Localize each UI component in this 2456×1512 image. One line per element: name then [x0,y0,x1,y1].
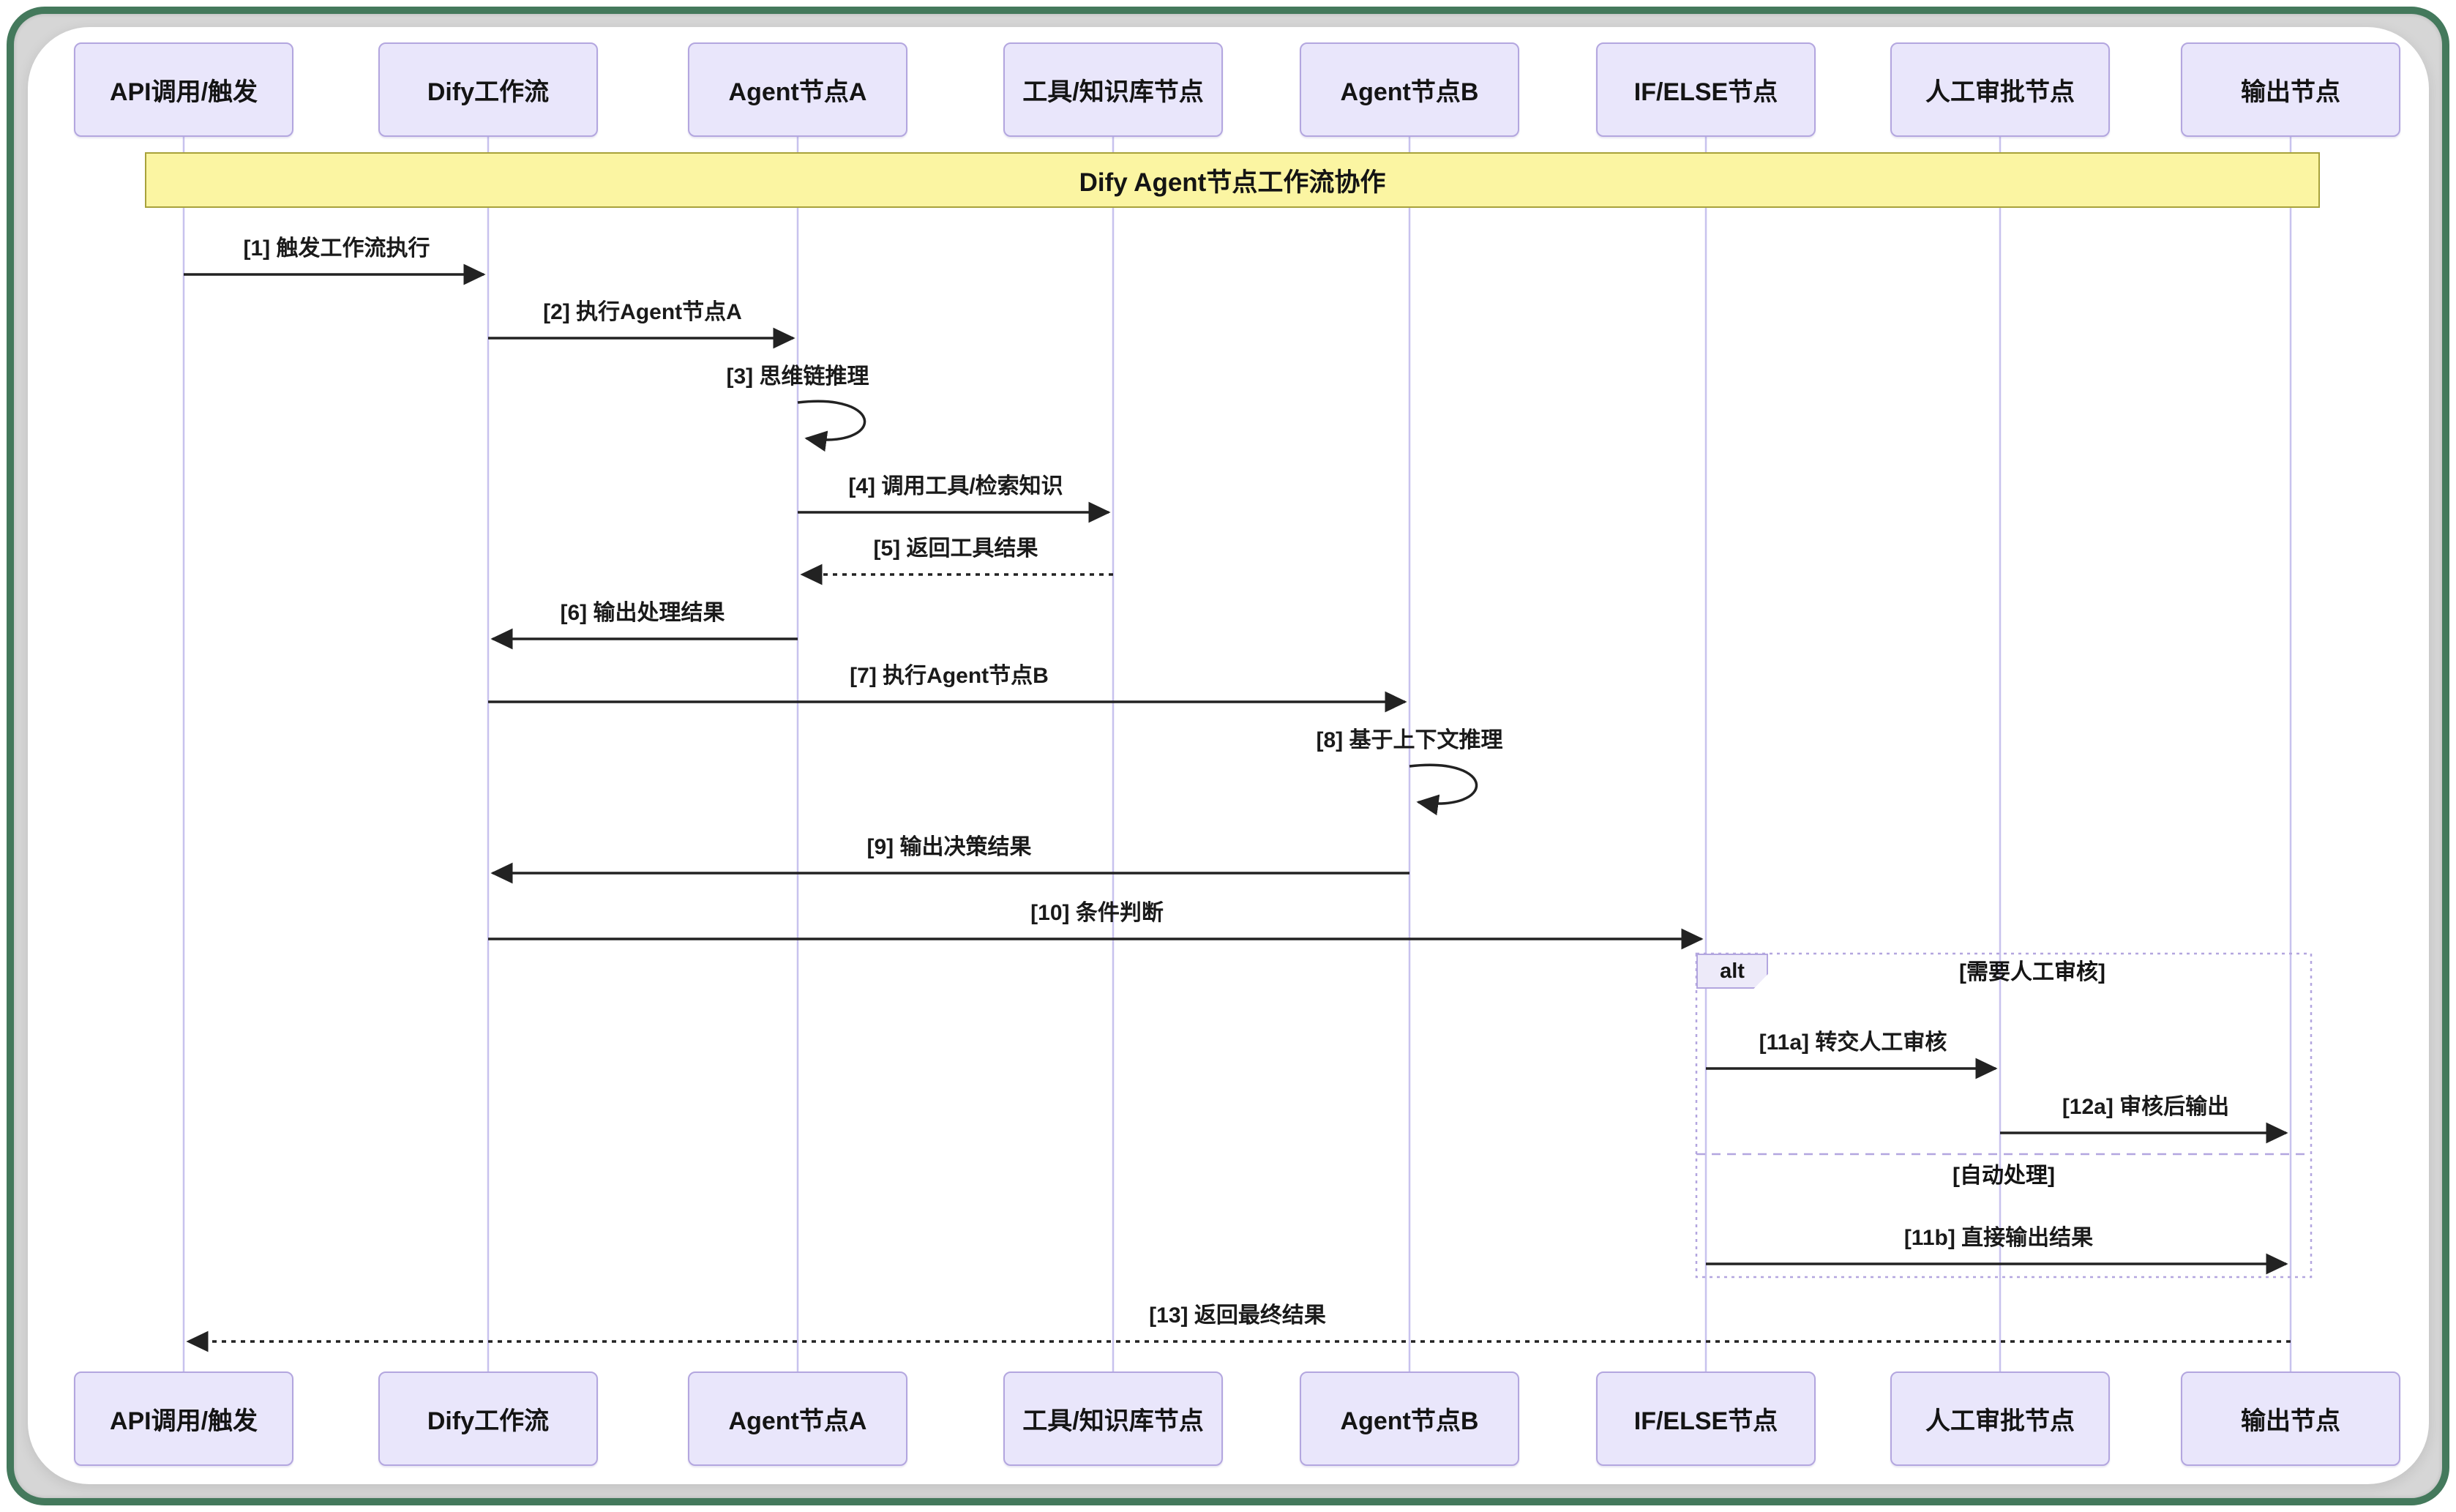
alt-operator-tab: alt [1696,954,1768,989]
actor-top-manual-approval-node: 人工审批节点 [1890,42,2110,137]
actor-bottom-tool-knowledge-node: 工具/知识库节点 [1003,1371,1223,1466]
actor-bottom-manual-approval-node: 人工审批节点 [1890,1371,2110,1466]
message-label-3: [3] 思维链推理 [726,364,869,389]
message-label-2: [2] 执行Agent节点A [543,300,742,324]
message-label-1: [1] 触发工作流执行 [243,236,430,261]
message-label-11b: [11b] 直接输出结果 [1903,1226,2094,1250]
actor-bottom-if-else-node: IF/ELSE节点 [1596,1371,1816,1466]
message-label-13: [13] 返回最终结果 [1149,1303,1326,1328]
message-label-6: [6] 输出处理结果 [560,601,725,625]
message-label-7: [7] 执行Agent节点B [850,664,1049,688]
actor-bottom-agent-node-b: Agent节点B [1300,1371,1519,1466]
actor-top-dify-workflow: Dify工作流 [378,42,598,137]
diagram-title-banner: Dify Agent节点工作流协作 [145,152,2320,208]
message-label-9: [9] 输出决策结果 [866,835,1032,859]
actor-top-output-node: 输出节点 [2181,42,2400,137]
actor-top-tool-knowledge-node: 工具/知识库节点 [1003,42,1223,137]
actor-bottom-api-trigger: API调用/触发 [74,1371,293,1466]
actor-top-api-trigger: API调用/触发 [74,42,293,137]
alt-guard-manual-review: [需要人工审核] [1959,960,2105,984]
actor-bottom-agent-node-a: Agent节点A [688,1371,907,1466]
message-label-8: [8] 基于上下文推理 [1316,728,1503,752]
message-label-10: [10] 条件判断 [1030,901,1164,925]
message-label-11a: [11a] 转交人工审核 [1759,1030,1947,1055]
actor-bottom-output-node: 输出节点 [2181,1371,2400,1466]
message-label-4: [4] 调用工具/检索知识 [848,474,1063,498]
message-label-12a: [12a] 审核后输出 [2062,1095,2230,1119]
actor-top-if-else-node: IF/ELSE节点 [1596,42,1816,137]
actor-top-agent-node-a: Agent节点A [688,42,907,137]
actor-bottom-dify-workflow: Dify工作流 [378,1371,598,1466]
actor-top-agent-node-b: Agent节点B [1300,42,1519,137]
alt-guard-auto: [自动处理] [1953,1164,2055,1188]
message-label-5: [5] 返回工具结果 [873,536,1038,561]
